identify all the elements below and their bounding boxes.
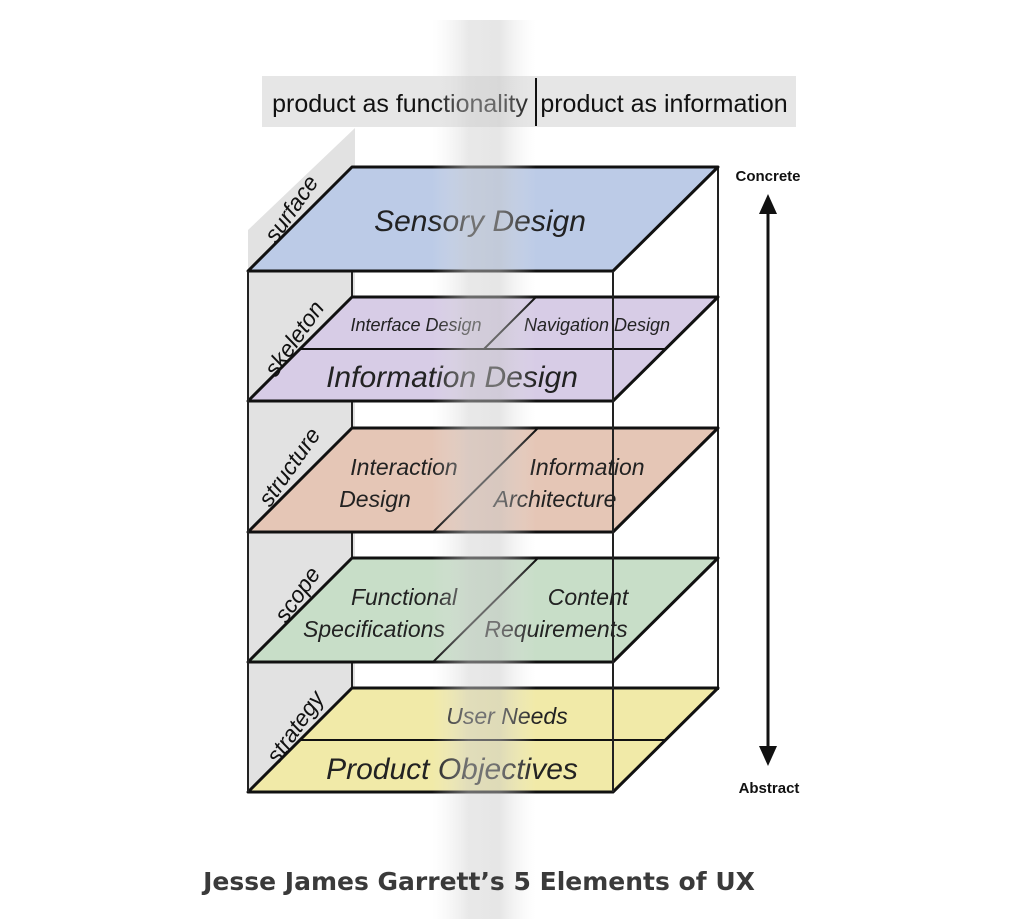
frame-front-posts	[247, 271, 614, 792]
specifications-label: Specifications	[303, 616, 445, 642]
arrow-up-icon	[759, 194, 777, 214]
information-label: Information	[529, 454, 644, 480]
abstract-label: Abstract	[739, 780, 800, 797]
navigation-design-label: Navigation Design	[524, 315, 670, 335]
diagram-caption: Jesse James Garrett’s 5 Elements of UX	[201, 867, 755, 896]
concrete-abstract-axis: Concrete Abstract	[735, 168, 800, 797]
vertical-shaft	[432, 20, 536, 919]
content-label: Content	[548, 584, 630, 610]
header-information-label: product as information	[540, 90, 787, 118]
arrow-down-icon	[759, 746, 777, 766]
design-label: Design	[339, 486, 411, 512]
concrete-label: Concrete	[735, 168, 800, 185]
